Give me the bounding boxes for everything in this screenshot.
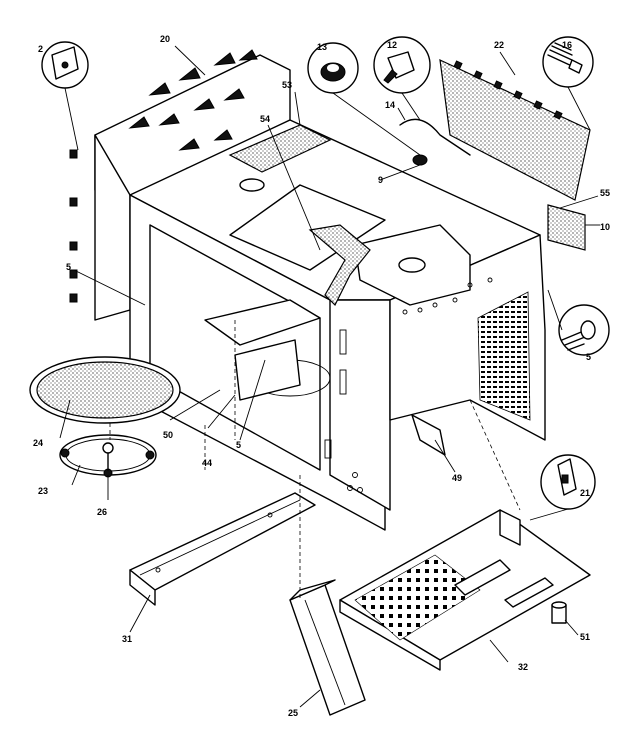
part-14-wire (399, 118, 471, 156)
label-part-49: 49 (452, 473, 462, 483)
part-32-base-plate (339, 509, 591, 671)
part-10-panel (547, 204, 586, 251)
label-part-50: 50 (163, 430, 173, 440)
label-part-26: 26 (97, 507, 107, 517)
label-part-10: 10 (600, 222, 610, 232)
label-part-55: 55 (600, 188, 610, 198)
label-part-51: 51 (580, 632, 590, 642)
callout-part-5-right (558, 304, 610, 356)
label-part-14: 14 (385, 100, 395, 110)
label-part-5-left: 5 (66, 262, 71, 272)
part-31-support-rail (129, 492, 316, 606)
part-49-bracket (411, 414, 446, 456)
label-part-32: 32 (518, 662, 528, 672)
part-26-coupler (102, 442, 114, 471)
label-part-23: 23 (38, 486, 48, 496)
label-part-2: 2 (38, 44, 43, 54)
label-part-20: 20 (160, 34, 170, 44)
label-part-22: 22 (494, 40, 504, 50)
part-24-glass-turntable (29, 356, 181, 424)
label-part-21: 21 (580, 488, 590, 498)
label-part-12: 12 (387, 40, 397, 50)
label-part-5-right: 5 (586, 352, 591, 362)
label-part-16: 16 (562, 40, 572, 50)
part-22-vent-grille (439, 58, 591, 201)
label-part-31: 31 (122, 634, 132, 644)
callout-part-2 (41, 41, 89, 89)
callout-part-16 (542, 36, 594, 88)
outer-case-wrapper (69, 49, 291, 321)
leader-lines (59, 45, 600, 708)
part-9-component (412, 154, 428, 166)
callout-part-21 (540, 454, 596, 510)
label-part-24: 24 (33, 438, 43, 448)
label-part-44: 44 (202, 458, 212, 468)
part-25-channel (289, 579, 366, 716)
part-51-foot (551, 601, 567, 624)
label-part-5-lower: 5 (236, 440, 241, 450)
callout-part-12 (373, 36, 431, 94)
part-labels: 2 20 13 12 22 16 53 54 14 9 55 10 5 5 5 … (33, 34, 610, 718)
label-part-13: 13 (317, 42, 327, 52)
label-part-54: 54 (260, 114, 270, 124)
oven-cavity-chassis (129, 119, 546, 531)
label-part-25: 25 (288, 708, 298, 718)
label-part-53: 53 (282, 80, 292, 90)
callout-part-13 (307, 42, 359, 94)
label-part-9: 9 (378, 175, 383, 185)
